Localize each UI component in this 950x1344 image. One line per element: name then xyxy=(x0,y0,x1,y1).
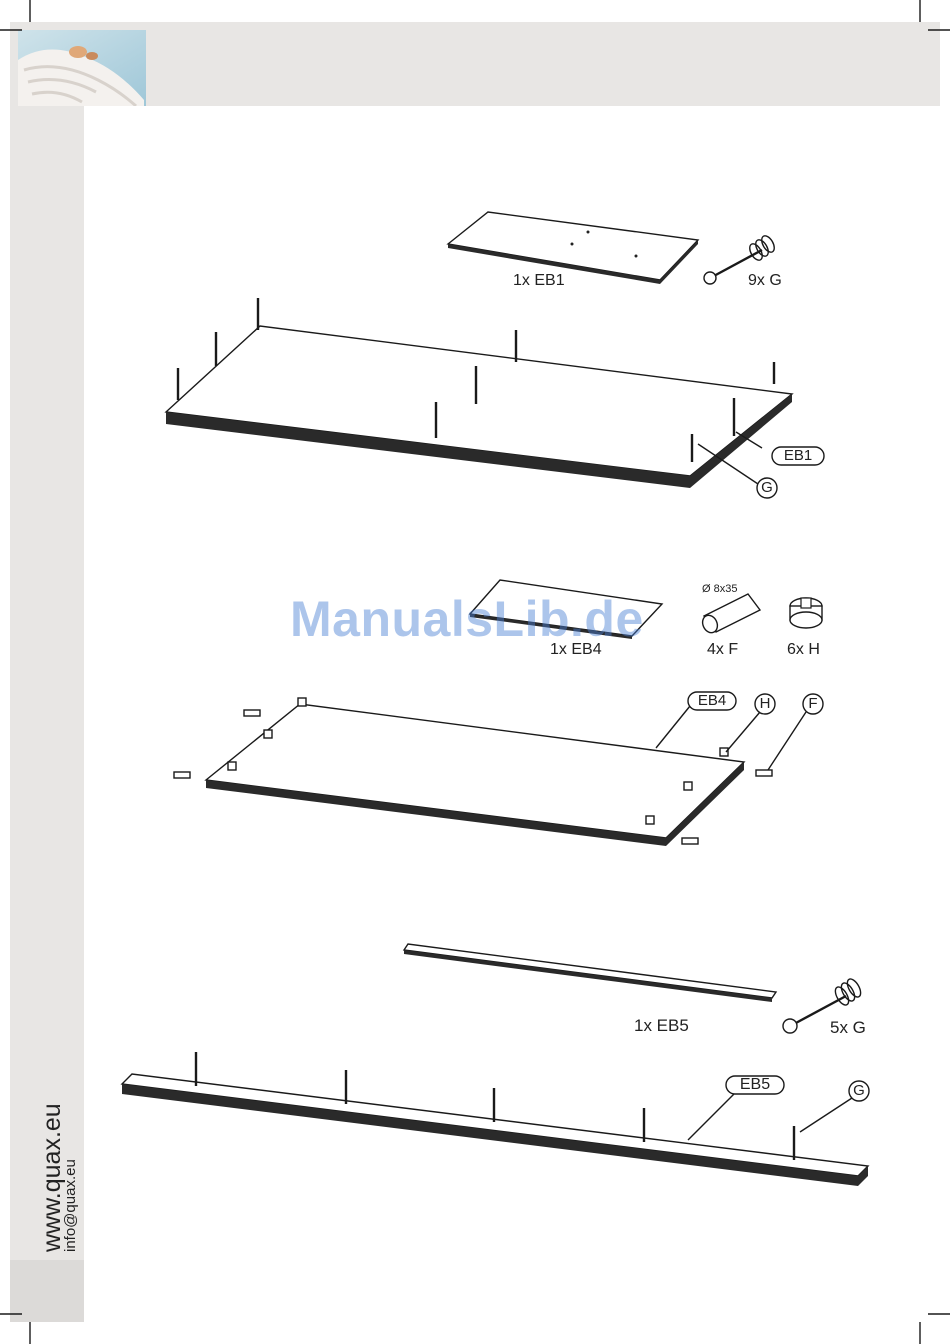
cam-lock-h-thumbnail xyxy=(790,598,822,628)
eb1-callout-label: EB1 xyxy=(772,447,824,464)
g-hardware-caption-1: 9x G xyxy=(748,272,782,290)
g-callout-label-2: G xyxy=(849,1082,869,1099)
eb1-part-caption: 1x EB1 xyxy=(513,272,565,290)
g-callout-label-1: G xyxy=(757,479,777,496)
eb1-part-thumbnail xyxy=(448,212,698,284)
eb5-callout-leaders xyxy=(688,1094,852,1140)
eb5-part-caption: 1x EB5 xyxy=(634,1016,689,1036)
dowel-f-caption: 4x F xyxy=(707,641,738,659)
h-callout-label: H xyxy=(755,695,775,712)
eb4-callout-label: EB4 xyxy=(688,692,736,709)
eb5-callout-label: EB5 xyxy=(726,1076,784,1094)
cam-h-caption: 6x H xyxy=(787,641,820,659)
f-callout-label: F xyxy=(803,695,823,712)
eb4-part-caption: 1x EB4 xyxy=(550,641,602,659)
dowel-f-thumbnail xyxy=(700,594,760,635)
eb4-panel-large xyxy=(206,704,744,846)
eb5-part-thumbnail xyxy=(404,944,776,1002)
eb1-panel-large xyxy=(166,326,792,488)
g-hardware-caption-2: 5x G xyxy=(830,1018,866,1038)
dowel-spec-label: Ø 8x35 xyxy=(702,583,737,595)
watermark-text: ManualsLib.de xyxy=(290,590,644,648)
